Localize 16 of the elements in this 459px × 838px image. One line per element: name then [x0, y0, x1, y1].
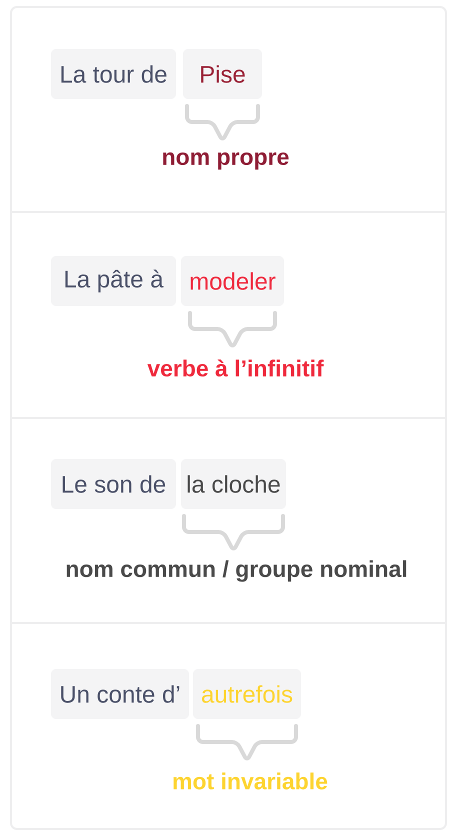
word-box: La tour de: [51, 49, 176, 99]
section-panel: [10, 211, 447, 419]
section-panel: [10, 622, 447, 830]
word-class-label: nom propre: [163, 152, 289, 170]
word-box: autrefois: [193, 669, 301, 719]
section-panel: [10, 6, 447, 213]
word-box: Pise: [183, 49, 262, 99]
word-box: modeler: [181, 256, 284, 306]
word-class-label: nom commun / groupe nominal: [66, 560, 406, 582]
word-class-label: verbe à l’infinitif: [147, 359, 324, 377]
word-box: Le son de: [51, 459, 176, 509]
word-box: la cloche: [181, 459, 286, 509]
word-box: La pâte à: [51, 256, 176, 306]
word-box: Un conte d’: [51, 669, 189, 719]
word-class-label: mot invariable: [174, 772, 328, 790]
section-panel: [10, 417, 447, 624]
